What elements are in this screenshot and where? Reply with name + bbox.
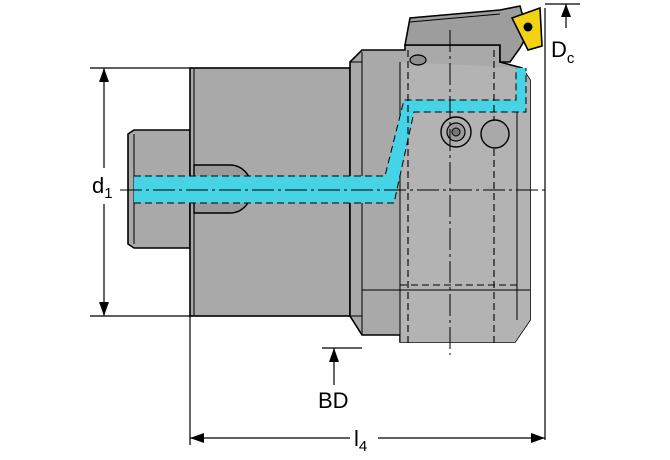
dimension-bd xyxy=(322,347,362,385)
coolant-channel xyxy=(134,68,527,204)
dimension-dc xyxy=(544,3,580,440)
hidden-lines xyxy=(400,50,520,345)
label-l4: l4 xyxy=(354,426,367,455)
clamp-screw xyxy=(409,54,427,66)
dimension-l4 xyxy=(189,316,545,445)
label-bd: BD xyxy=(318,388,349,413)
plug-circle xyxy=(480,119,510,149)
cutting-insert xyxy=(510,6,543,51)
dimension-d1 xyxy=(90,67,190,317)
label-d1: d1 xyxy=(92,173,113,202)
label-dc: Dc xyxy=(551,37,575,67)
center-lines xyxy=(120,30,545,355)
coolant-port xyxy=(440,116,472,148)
